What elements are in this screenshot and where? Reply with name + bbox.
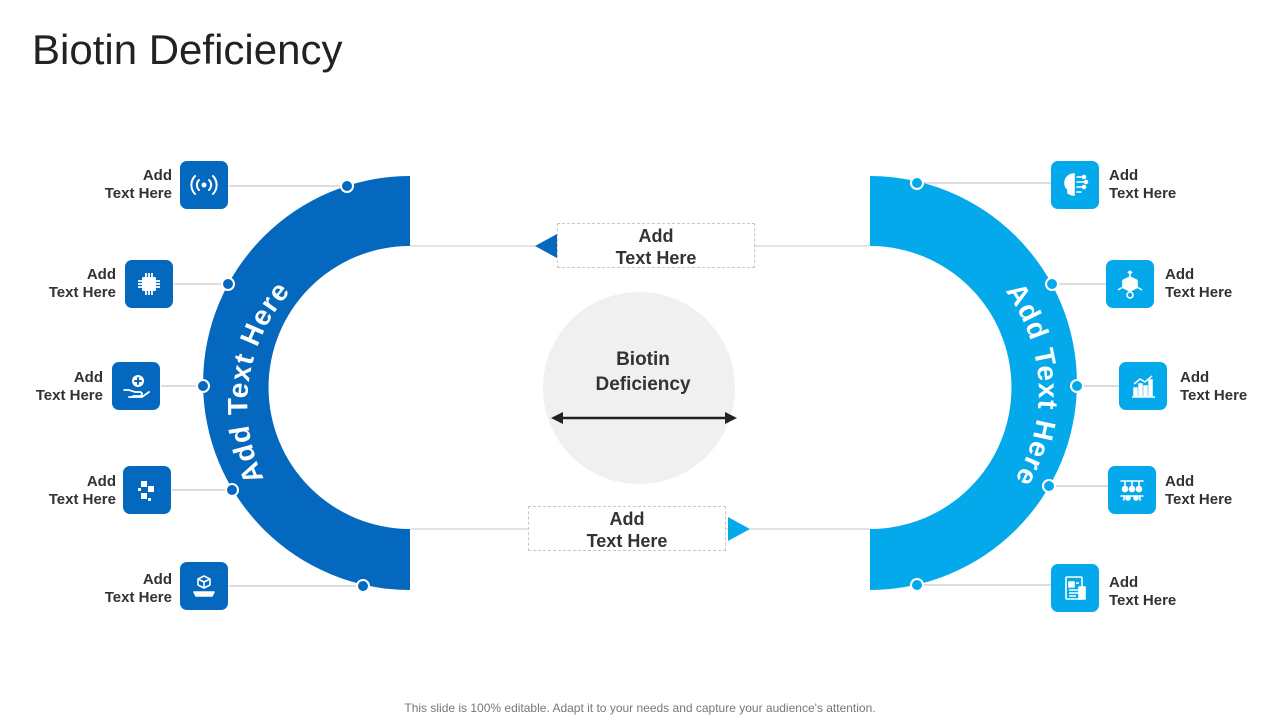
double-arrow-right-head-icon <box>725 412 737 424</box>
left-item-2-line2: Text Here <box>48 284 116 301</box>
left-dot-3 <box>196 379 210 393</box>
center-label-line2: Deficiency <box>595 374 691 395</box>
top-text-box-line1: Add <box>638 226 674 246</box>
center-circle <box>543 292 735 484</box>
left-item-1-line2: Text Here <box>104 185 172 202</box>
left-dot-1 <box>340 179 354 193</box>
left-item-5-line2: Text Here <box>104 589 172 606</box>
left-item-4-line1: Add <box>86 473 116 490</box>
right-dot-2 <box>1045 277 1059 291</box>
bottom-text-box[interactable]: Add Text Here <box>528 506 726 551</box>
right-item-1-line1: Add <box>1109 167 1139 184</box>
right-item-2-label: Add Text Here <box>1165 266 1232 302</box>
right-item-3-label: Add Text Here <box>1180 369 1247 405</box>
hand-with-plus-icon[interactable] <box>112 362 160 410</box>
right-item-5-label: Add Text Here <box>1109 574 1176 610</box>
right-dot-4 <box>1042 479 1056 493</box>
left-item-2-line1: Add <box>86 266 116 283</box>
left-item-4-line2: Text Here <box>48 491 116 508</box>
left-item-5-label: Add Text Here <box>105 571 172 607</box>
right-item-5-line1: Add <box>1109 574 1139 591</box>
right-item-2-line1: Add <box>1165 266 1195 283</box>
left-item-3-line1: Add <box>73 369 103 386</box>
left-dot-4 <box>225 483 239 497</box>
right-item-2-line2: Text Here <box>1165 284 1233 301</box>
microchip-icon[interactable] <box>125 260 173 308</box>
right-item-1-line2: Text Here <box>1109 185 1177 202</box>
right-arc-band <box>870 176 1077 590</box>
network-nodes-icon[interactable] <box>1108 466 1156 514</box>
top-text-box-line2: Text Here <box>615 248 697 268</box>
bottom-text-box-line2: Text Here <box>586 531 668 551</box>
document-chart-icon[interactable] <box>1051 564 1099 612</box>
bottom-text-box-line1: Add <box>609 509 645 529</box>
right-item-4-line2: Text Here <box>1165 491 1233 508</box>
slide-title: Biotin Deficiency <box>32 26 343 73</box>
right-item-3-line1: Add <box>1180 369 1210 386</box>
right-dot-5 <box>910 578 924 592</box>
top-arrow-left-icon <box>535 234 557 258</box>
left-item-1-label: Add Text Here <box>105 167 172 203</box>
wireless-signal-icon[interactable] <box>180 161 228 209</box>
top-text-box[interactable]: Add Text Here <box>557 223 755 268</box>
center-label: Biotin Deficiency <box>543 347 743 397</box>
hologram-icon[interactable] <box>180 562 228 610</box>
left-item-3-label: Add Text Here <box>36 369 103 405</box>
center-label-line1: Biotin <box>616 349 670 370</box>
footer-note: This slide is 100% editable. Adapt it to… <box>404 701 876 715</box>
left-item-4-label: Add Text Here <box>49 473 116 509</box>
bar-chart-icon[interactable] <box>1119 362 1167 410</box>
brain-circuit-icon[interactable] <box>1051 161 1099 209</box>
left-item-2-label: Add Text Here <box>49 266 116 302</box>
right-dot-3 <box>1070 379 1084 393</box>
left-dot-2 <box>221 277 235 291</box>
left-item-1-line1: Add <box>142 167 172 184</box>
right-item-5-line2: Text Here <box>1109 592 1177 609</box>
bottom-arrow-right-icon <box>728 517 750 541</box>
3d-cube-icon[interactable] <box>1106 260 1154 308</box>
puzzle-pieces-icon[interactable] <box>123 466 171 514</box>
left-item-3-line2: Text Here <box>35 387 103 404</box>
left-item-5-line1: Add <box>142 571 172 588</box>
right-item-4-label: Add Text Here <box>1165 473 1232 509</box>
right-dot-1 <box>910 176 924 190</box>
left-arc-band <box>203 176 410 590</box>
right-item-4-line1: Add <box>1165 473 1195 490</box>
right-item-3-line2: Text Here <box>1180 387 1248 404</box>
right-item-1-label: Add Text Here <box>1109 167 1176 203</box>
left-dot-5 <box>356 579 370 593</box>
double-arrow-left-head-icon <box>551 412 563 424</box>
